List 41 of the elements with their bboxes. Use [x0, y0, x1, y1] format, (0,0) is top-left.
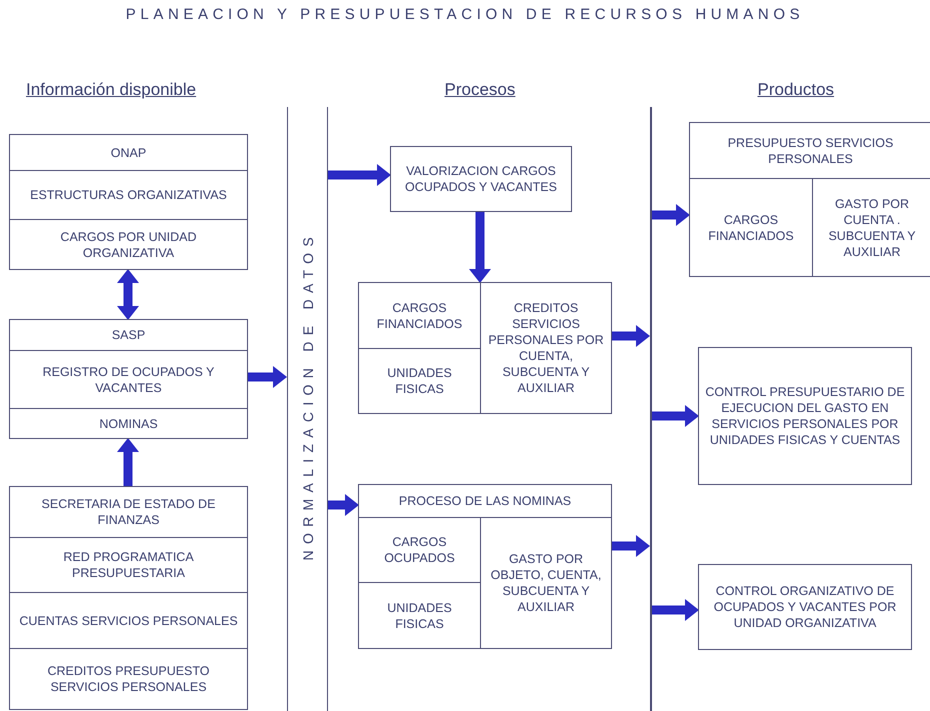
block-arrow — [611, 325, 650, 347]
cell-text: NOMINAS — [99, 416, 158, 432]
normalization-band — [287, 107, 328, 711]
block-arrow — [652, 405, 699, 427]
column-heading: Productos — [758, 80, 834, 100]
diagram-title: PLANEACION Y PRESUPUESTACION DE RECURSOS HUMANOS — [124, 6, 806, 23]
cell-text: CONTROL PRESUPUESTARIO DE EJECUCION DEL GASTO EN SERVICIOS PERSONALES POR UNIDADES FISICAS Y CUENTAS — [704, 384, 906, 448]
cell-text: CUENTAS SERVICIOS PERSONALES — [19, 612, 238, 628]
block-arrow — [328, 164, 391, 186]
cell-text: PROCESO DE LAS NOMINAS — [398, 493, 572, 509]
block-arrow — [117, 269, 139, 320]
cell-text: RED PROGRAMATICA PRESUPUESTARIA — [62, 549, 195, 581]
block-arrow — [117, 438, 139, 487]
divider-bar — [650, 107, 652, 711]
cell-text: CARGOS FINANCIADOS — [707, 212, 795, 244]
block-arrow — [652, 599, 699, 621]
cell-text: GASTO POR CUENTA . SUBCUENTA Y AUXILIAR — [827, 196, 917, 260]
cell-text: UNIDADES FISICAS — [386, 600, 453, 632]
block-arrow — [611, 535, 650, 557]
cell-text: CONTROL ORGANIZATIVO DE OCUPADOS Y VACANTES POR UNIDAD ORGANIZATIVA — [712, 583, 898, 631]
cell-text: PRESUPUESTO SERVICIOS PERSONALES — [726, 134, 894, 166]
cell-text: SASP — [112, 327, 146, 343]
band-label: NORMALIZACION DE DATOS — [300, 230, 316, 560]
column-heading: Procesos — [444, 80, 516, 100]
block-arrow — [328, 494, 359, 516]
cell-text: GASTO POR OBJETO, CUENTA, SUBCUENTA Y AUXILIAR — [490, 551, 602, 615]
block-arrow — [469, 211, 491, 283]
cell-text: CREDITOS PRESUPUESTO SERVICIOS PERSONALES — [46, 663, 211, 695]
cell-text: REGISTRO DE OCUPADOS Y VACANTES — [42, 364, 216, 396]
cell-text: VALORIZACION CARGOS OCUPADOS Y VACANTES — [404, 163, 558, 195]
block-arrow — [247, 366, 287, 388]
cell-text: CREDITOS SERVICIOS PERSONALES POR CUENTA, SUBCUENTA Y AUXILIAR — [487, 300, 605, 396]
cell-text: CARGOS POR UNIDAD ORGANIZATIVA — [59, 228, 198, 260]
column-heading: Información disponible — [26, 80, 196, 100]
cell-text: CARGOS FINANCIADOS — [376, 300, 464, 332]
cell-text: ESTRUCTURAS ORGANIZATIVAS — [30, 187, 227, 203]
cell-text: ONAP — [110, 144, 146, 160]
cell-text: CARGOS OCUPADOS — [383, 534, 456, 566]
block-arrow — [652, 204, 690, 226]
cell-text: UNIDADES FISICAS — [386, 365, 453, 397]
cell-text: SECRETARIA DE ESTADO DE FINANZAS — [40, 496, 216, 528]
